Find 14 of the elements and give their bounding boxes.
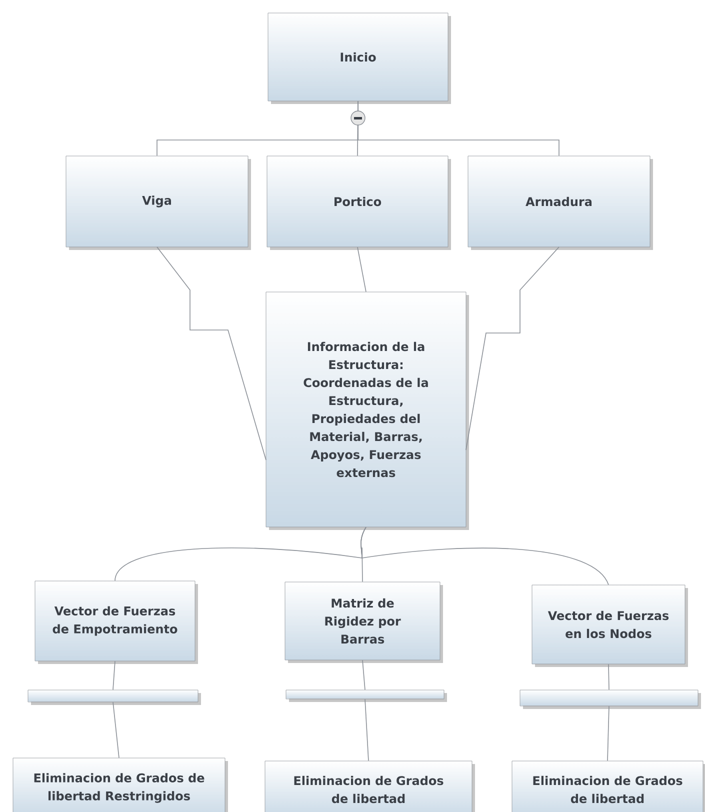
- strip-box: [520, 690, 701, 709]
- process-box: Vector de Fuerzas de Empotramiento: [34, 580, 198, 664]
- process-box: Eliminacion de Grados de libertad: [512, 760, 705, 812]
- process-box: Portico: [266, 156, 451, 250]
- process-box: Inicio: [268, 12, 451, 104]
- process-box: Viga: [66, 156, 251, 250]
- process-box: Informacion de la Estructura: Coordenadas de la Estructura, Propiedades del Material, Barras, Apoyos, Fuerzas externas: [266, 292, 469, 530]
- strip-box: [286, 690, 447, 702]
- strip-box: [28, 690, 201, 705]
- process-box: Eliminacion de Grados de libertad Restringidos: [12, 758, 228, 812]
- process-box: Armadura: [468, 156, 653, 250]
- process-box: Eliminacion de Grados de libertad: [264, 760, 475, 812]
- process-box: Matriz de Rigidez por Barras: [284, 582, 443, 663]
- process-box: Vector de Fuerzas en los Nodos: [532, 584, 688, 667]
